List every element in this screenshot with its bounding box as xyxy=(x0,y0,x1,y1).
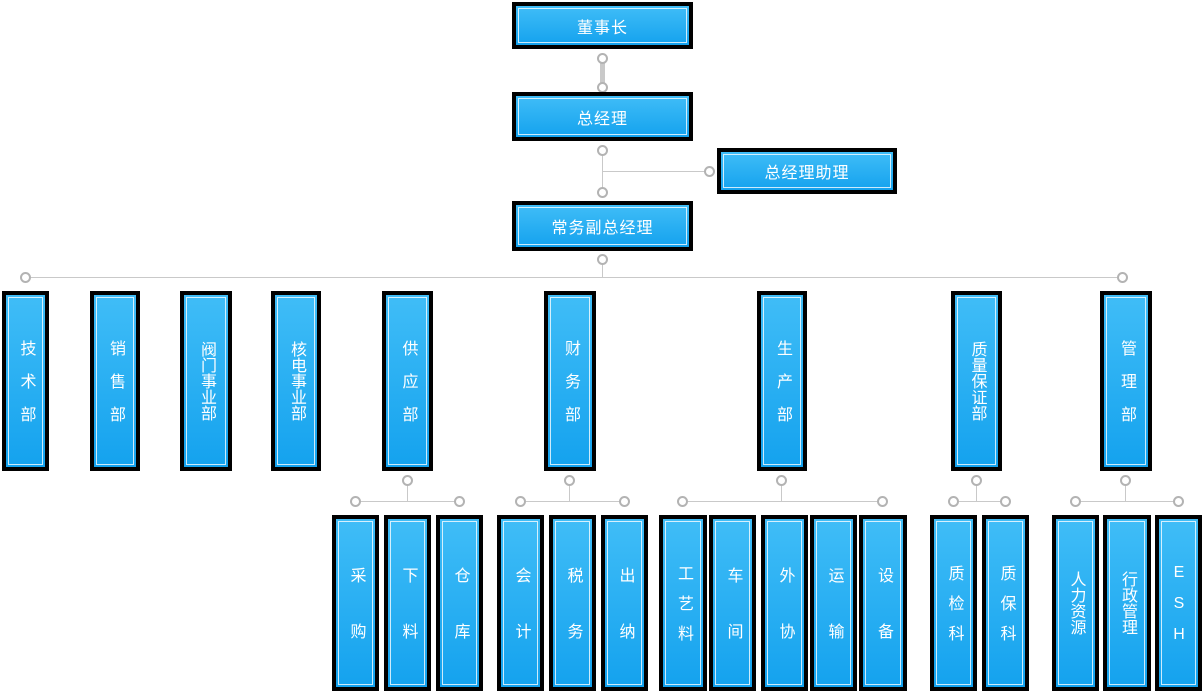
node-sub-administration: 行政管理 xyxy=(1103,515,1151,691)
node-label: 技术部 xyxy=(17,339,35,439)
node-label: 车间 xyxy=(724,567,742,679)
node-dept-quality-assurance: 质量保证部 xyxy=(951,291,1002,471)
node-label: 生产部 xyxy=(774,339,791,439)
node-label: 核电事业部 xyxy=(288,341,305,421)
node-label: 仓库 xyxy=(451,567,469,679)
connector-line xyxy=(407,480,408,502)
node-sub-workshop: 车间 xyxy=(709,515,756,691)
connector-line xyxy=(781,480,782,502)
node-dept-valve-division: 阀门事业部 xyxy=(180,291,232,471)
connector-line xyxy=(953,501,1006,502)
node-label: 外协 xyxy=(776,567,794,679)
node-label: 采购 xyxy=(347,567,365,679)
connector-line xyxy=(1075,501,1179,502)
node-label: 质量保证部 xyxy=(968,341,986,421)
node-dept-management: 管理部 xyxy=(1100,291,1152,471)
node-sub-outsourcing: 外协 xyxy=(761,515,808,691)
node-label: ESH xyxy=(1170,563,1188,657)
node-dept-supply: 供应部 xyxy=(382,291,433,471)
node-sub-tax: 税务 xyxy=(549,515,596,691)
node-label: 阀门事业部 xyxy=(198,341,215,421)
node-dept-production: 生产部 xyxy=(757,291,807,471)
connector-dot xyxy=(515,496,526,507)
node-label: 行政管理 xyxy=(1119,571,1136,635)
connector-line-thick xyxy=(600,58,605,88)
connector-dot xyxy=(597,53,608,64)
node-label: 会计 xyxy=(512,567,530,679)
connector-dot xyxy=(1070,496,1081,507)
node-gm-assistant: 总经理助理 xyxy=(717,148,897,194)
node-sub-esh: ESH xyxy=(1155,515,1202,691)
node-dept-technology: 技术部 xyxy=(2,291,49,471)
connector-dot xyxy=(619,496,630,507)
node-label: 运输 xyxy=(825,567,843,679)
connector-dot xyxy=(877,496,888,507)
node-sub-accounting: 会计 xyxy=(497,515,544,691)
connector-line xyxy=(602,259,603,278)
connector-line xyxy=(683,501,884,502)
connector-dot xyxy=(402,475,413,486)
node-sub-warehouse: 仓库 xyxy=(436,515,483,691)
connector-line xyxy=(356,501,460,502)
connector-line xyxy=(976,480,977,502)
node-chairman: 董事长 xyxy=(512,2,693,49)
node-sub-process-material: 工艺料 xyxy=(659,515,707,691)
connector-dot xyxy=(948,496,959,507)
connector-dot xyxy=(1117,272,1128,283)
connector-dot xyxy=(564,475,575,486)
connector-dot xyxy=(1120,475,1131,486)
connector-line xyxy=(602,171,705,172)
node-label: 工艺料 xyxy=(675,565,692,655)
connector-line-main xyxy=(25,277,1123,278)
node-general-manager: 总经理 xyxy=(512,92,693,141)
node-label: 设备 xyxy=(875,567,892,679)
node-label: 管理部 xyxy=(1118,339,1135,439)
connector-dot xyxy=(1000,496,1011,507)
node-sub-procurement: 采购 xyxy=(332,515,379,691)
node-label: 财务部 xyxy=(562,339,579,439)
node-sub-human-resources: 人力资源 xyxy=(1052,515,1099,691)
connector-dot xyxy=(597,254,608,265)
connector-dot xyxy=(20,272,31,283)
connector-dot xyxy=(1173,496,1184,507)
node-executive-deputy-gm: 常务副总经理 xyxy=(512,201,693,251)
node-sub-cashier: 出纳 xyxy=(601,515,648,691)
node-sub-quality-assurance-section: 质保科 xyxy=(982,515,1029,691)
node-sub-quality-inspection-section: 质检科 xyxy=(930,515,977,691)
node-dept-sales: 销售部 xyxy=(90,291,140,471)
connector-dot xyxy=(597,187,608,198)
connector-line xyxy=(1125,480,1126,502)
node-dept-nuclear-division: 核电事业部 xyxy=(271,291,321,471)
node-sub-equipment: 设备 xyxy=(859,515,907,691)
node-sub-material-cutting: 下料 xyxy=(384,515,431,691)
node-label: 销售部 xyxy=(107,339,124,439)
node-label: 人力资源 xyxy=(1067,571,1085,635)
node-label: 总经理助理 xyxy=(764,165,850,182)
connector-dot xyxy=(597,145,608,156)
connector-dot xyxy=(704,166,715,177)
connector-dot xyxy=(971,475,982,486)
node-label: 税务 xyxy=(564,567,582,679)
connector-dot xyxy=(776,475,787,486)
node-label: 供应部 xyxy=(399,339,417,439)
node-label: 下料 xyxy=(399,567,417,679)
connector-dot xyxy=(677,496,688,507)
node-label: 出纳 xyxy=(616,567,634,679)
node-label: 常务副总经理 xyxy=(551,220,654,237)
connector-line xyxy=(569,480,570,502)
node-label: 质保科 xyxy=(997,565,1015,655)
connector-line xyxy=(520,501,625,502)
connector-dot xyxy=(350,496,361,507)
node-sub-transport: 运输 xyxy=(810,515,857,691)
connector-dot xyxy=(454,496,465,507)
node-label: 总经理 xyxy=(576,110,628,128)
node-label: 董事长 xyxy=(576,19,628,37)
node-dept-finance: 财务部 xyxy=(544,291,596,471)
node-label: 质检科 xyxy=(945,565,963,655)
